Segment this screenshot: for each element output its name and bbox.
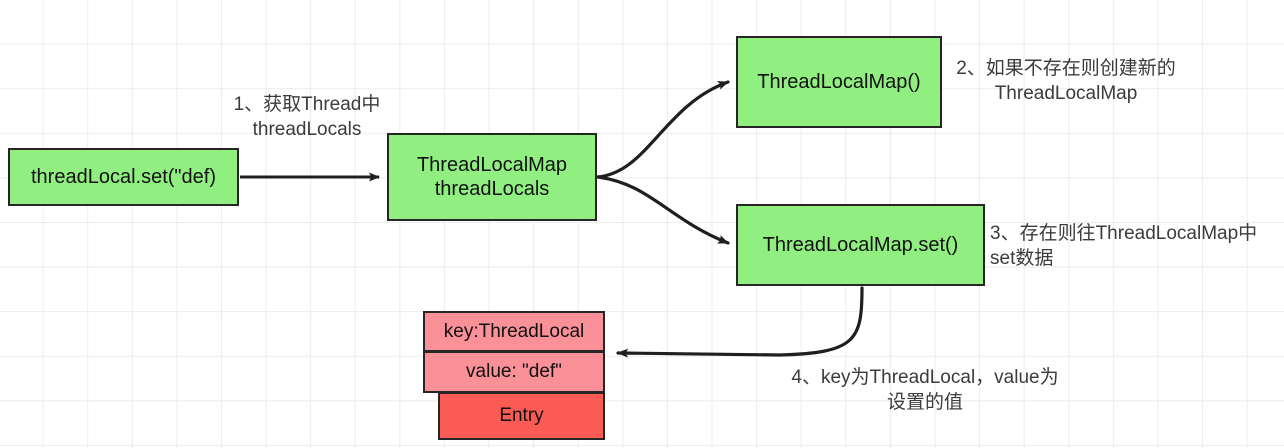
node-threadlocalmap-set[interactable]: ThreadLocalMap.set() (736, 204, 985, 286)
edge-curve-map-set-to-entry-value (616, 286, 864, 358)
edge-label-step-4: 4、key为ThreadLocal，value为 设置的值 (791, 367, 1059, 413)
edge-label-step-1: 1、获取Thread中 threadLocals (233, 94, 381, 140)
node-threadlocalmap-new[interactable]: ThreadLocalMap() (736, 36, 942, 128)
edge-label-step-2: 2、如果不存在则创建新的 ThreadLocalMap (956, 58, 1176, 104)
node-threadlocals[interactable]: ThreadLocalMap threadLocals (387, 133, 597, 221)
node-entry-value[interactable]: value: "def" (423, 351, 605, 393)
node-entry[interactable]: Entry (438, 392, 605, 440)
edge-curve-threadlocals-to-map-set (596, 175, 730, 245)
edge-curve-threadlocals-to-map-new (596, 80, 730, 179)
node-entry-key[interactable]: key:ThreadLocal (423, 311, 605, 352)
edge-label-step-3: 3、存在则往ThreadLocalMap中 set数据 (990, 223, 1258, 269)
node-threadlocal-set[interactable]: threadLocal.set("def) (8, 148, 239, 206)
